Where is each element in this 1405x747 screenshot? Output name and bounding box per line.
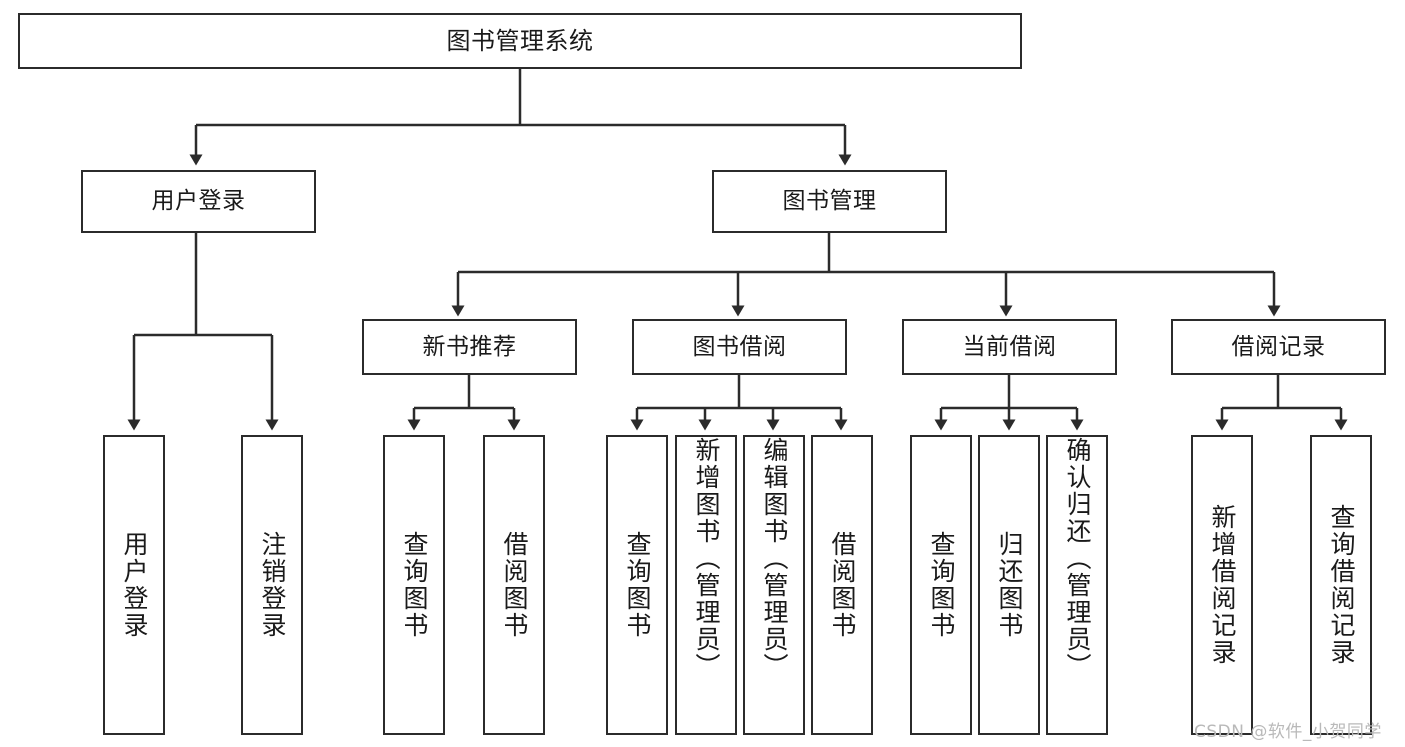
leaf-query-book-recommend[interactable]: 查询图书 [383,435,445,735]
node-label: 查询借阅记录 [1327,504,1356,666]
leaf-add-borrow-record[interactable]: 新增借阅记录 [1191,435,1253,735]
node-label: 当前借阅 [962,333,1057,360]
leaf-query-borrow-record[interactable]: 查询借阅记录 [1310,435,1372,735]
node-label: 查询图书 [927,531,956,639]
node-label: 新增借阅记录 [1208,504,1237,666]
leaf-user-login[interactable]: 用户登录 [103,435,165,735]
leaf-logout[interactable]: 注销登录 [241,435,303,735]
watermark-text: CSDN @软件_小贺同学 [1194,722,1382,742]
leaf-return-book[interactable]: 归还图书 [978,435,1040,735]
node-label: 查询图书 [400,531,429,639]
leaf-add-book-admin[interactable]: 新增图书（管理员） [675,435,737,735]
node-root-system[interactable]: 图书管理系统 [18,13,1022,69]
node-label: 新书推荐 [422,333,517,360]
leaf-borrow-book-recommend[interactable]: 借阅图书 [483,435,545,735]
node-label: 用户登录 [120,531,149,639]
node-label: 图书借阅 [692,333,787,360]
node-label: 确认归还（管理员） [1063,437,1092,680]
node-label: 用户登录 [151,188,246,214]
node-book-management[interactable]: 图书管理 [712,170,947,233]
node-label: 借阅图书 [828,531,857,639]
node-user-login[interactable]: 用户登录 [81,170,316,233]
node-label: 查询图书 [623,531,652,639]
node-label: 图书管理系统 [446,27,594,55]
node-label: 归还图书 [995,531,1024,639]
node-label: 编辑图书（管理员） [760,437,789,680]
node-borrow-records[interactable]: 借阅记录 [1171,319,1386,375]
node-book-borrow[interactable]: 图书借阅 [632,319,847,375]
node-label: 借阅记录 [1231,333,1326,360]
leaf-query-book-current[interactable]: 查询图书 [910,435,972,735]
node-label: 注销登录 [258,531,287,639]
leaf-borrow-book[interactable]: 借阅图书 [811,435,873,735]
leaf-query-book-borrow[interactable]: 查询图书 [606,435,668,735]
node-new-book-recommend[interactable]: 新书推荐 [362,319,577,375]
leaf-confirm-return-admin[interactable]: 确认归还（管理员） [1046,435,1108,735]
node-label: 图书管理 [782,188,877,214]
node-current-borrow[interactable]: 当前借阅 [902,319,1117,375]
leaf-edit-book-admin[interactable]: 编辑图书（管理员） [743,435,805,735]
node-label: 新增图书（管理员） [692,437,721,680]
node-label: 借阅图书 [500,531,529,639]
